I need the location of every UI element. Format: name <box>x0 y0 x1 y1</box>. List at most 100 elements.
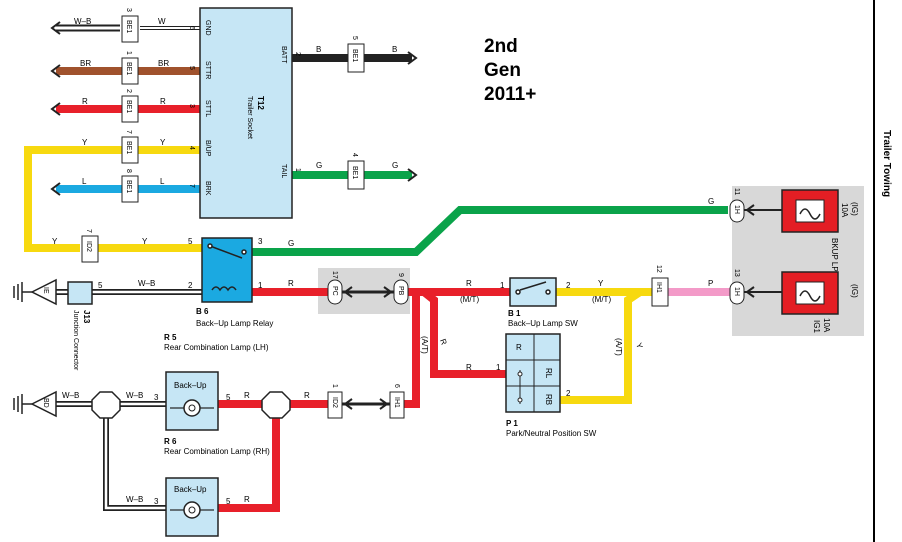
junction-name: Junction Connector <box>72 310 79 371</box>
switch-pin-2: 2 <box>566 281 571 290</box>
wire-relay-green <box>252 206 728 256</box>
fuse-arrows <box>745 204 755 298</box>
svg-text:BE1: BE1 <box>125 20 132 33</box>
pn-label-rb: RB <box>544 394 553 405</box>
trailer-socket-id: T12 <box>256 96 265 110</box>
trailer-socket <box>199 7 293 219</box>
svg-text:ID2: ID2 <box>331 397 338 408</box>
socket-pin-brk: BRK <box>204 181 211 196</box>
svg-text:1: 1 <box>125 51 132 55</box>
ground-ie-label: IE <box>42 287 49 294</box>
junction-id: J13 <box>82 310 91 324</box>
switch-pin-1: 1 <box>500 281 505 290</box>
wire-label-at-r: R <box>438 338 449 347</box>
trailer-socket-name: Trailer Socket <box>246 96 253 139</box>
pn-label-rl: RL <box>544 368 553 379</box>
rear-combination-lamp-rh <box>165 477 219 537</box>
wire-label-relay-g: G <box>288 239 294 248</box>
fuse-bkup-supply: (IG) <box>850 202 859 216</box>
wire-pn-yellow <box>560 288 643 404</box>
1h-connector-ig1: 1H 13 <box>729 269 745 305</box>
switch-id: B 1 <box>508 309 521 318</box>
fuse-ig1-supply: (IG) <box>850 284 859 298</box>
svg-text:BE1: BE1 <box>125 180 132 193</box>
svg-text:12: 12 <box>655 265 662 273</box>
wire-at-red <box>421 288 506 378</box>
lamp-rh-name: Rear Combination Lamp (RH) <box>164 447 270 456</box>
be1-connector-sttl: BE1 2 <box>121 89 139 123</box>
socket-pin-sttl: STTL <box>204 100 211 117</box>
svg-text:13: 13 <box>733 269 740 277</box>
1h-connector-bkup: 1H 11 <box>729 188 745 223</box>
junction-pin: 5 <box>98 281 103 290</box>
wire-label-br2: BR <box>158 59 169 68</box>
wire-label-fuse-g: G <box>708 197 714 206</box>
fuse-bkup-lp <box>781 189 839 233</box>
svg-text:1H: 1H <box>733 287 740 296</box>
svg-text:7: 7 <box>125 130 132 134</box>
ground-bd-label: BD <box>42 398 49 408</box>
svg-text:ID2: ID2 <box>85 241 92 252</box>
wire-label-wb: W–B <box>74 17 91 26</box>
splice-red <box>261 391 291 419</box>
wire-label-b1: B <box>316 45 321 54</box>
lamp-rh-id: R 6 <box>164 437 177 446</box>
wire-bd-wb <box>56 401 166 511</box>
be1-connector-bup: BE1 7 <box>121 130 139 164</box>
socket-pin-num-6: 6 <box>188 26 195 30</box>
wire-label-ih1-p: P <box>708 279 713 288</box>
wire-label-bottom-r: R <box>244 391 250 400</box>
relay-pin-5: 5 <box>188 237 193 246</box>
wire-label-r: R <box>82 97 88 106</box>
svg-text:3: 3 <box>125 8 132 12</box>
svg-text:17: 17 <box>331 271 338 279</box>
socket-pin-num-1: 1 <box>294 168 301 172</box>
svg-text:1H: 1H <box>733 205 740 214</box>
gen-label-1: 2nd <box>484 36 518 57</box>
gen-label-3: 2011+ <box>484 84 536 105</box>
svg-text:6: 6 <box>393 384 400 388</box>
harness-arrows-right <box>407 51 418 182</box>
wire-label-mt-2: (M/T) <box>592 295 611 304</box>
wire-label-relay-wb: W–B <box>138 279 155 288</box>
pc-connector: PC 17 <box>327 271 343 305</box>
wire-label-pn-r: R <box>466 363 472 372</box>
be1-connector-sttr: BE1 1 <box>121 51 139 85</box>
socket-pin-bup: B/UP <box>204 140 211 157</box>
lamp-lh-id: R 5 <box>164 333 177 342</box>
wire-label-lh-wb: W–B <box>126 391 143 400</box>
be1-connector-brk: BE1 8 <box>121 169 139 203</box>
wire-label-sw-y: Y <box>598 279 604 288</box>
wire-label-pb-r: R <box>466 279 472 288</box>
fuse-ig1-name: IG1 <box>812 320 821 333</box>
lamp-lh-label: Back–Up <box>174 381 207 390</box>
lamp-rh-label: Back–Up <box>174 485 207 494</box>
svg-text:BE1: BE1 <box>351 49 358 62</box>
svg-text:BE1: BE1 <box>125 62 132 75</box>
relay-pin-1: 1 <box>258 281 263 290</box>
wire-label-mt-1: (M/T) <box>460 295 479 304</box>
switch-symbol <box>515 281 551 295</box>
wire-label-b2: B <box>392 45 397 54</box>
svg-text:8: 8 <box>125 169 132 173</box>
svg-text:1: 1 <box>331 384 338 388</box>
lamp-lh-pin-5: 5 <box>226 393 231 402</box>
splice-wb <box>91 391 121 419</box>
pn-pin-1: 1 <box>496 363 501 372</box>
fuse-bkup-rating: 10A <box>840 203 849 218</box>
socket-pin-tail: TAIL <box>280 164 287 178</box>
pb-connector: PB 9 <box>393 273 409 305</box>
pc-pb-arrows <box>343 286 393 298</box>
wire-label-y: Y <box>82 138 88 147</box>
wire-label-relay-y: Y <box>142 237 148 246</box>
svg-text:4: 4 <box>351 153 358 157</box>
harness-arrows-left <box>50 21 61 196</box>
wire-label-rh-wb: W–B <box>126 495 143 504</box>
svg-text:5: 5 <box>351 36 358 40</box>
socket-pin-batt: BATT <box>280 46 287 64</box>
svg-text:BE1: BE1 <box>351 166 358 179</box>
socket-pin-num-5: 5 <box>188 66 195 70</box>
lamp-rh-bulb <box>170 501 214 519</box>
wire-label-r2: R <box>160 97 166 106</box>
